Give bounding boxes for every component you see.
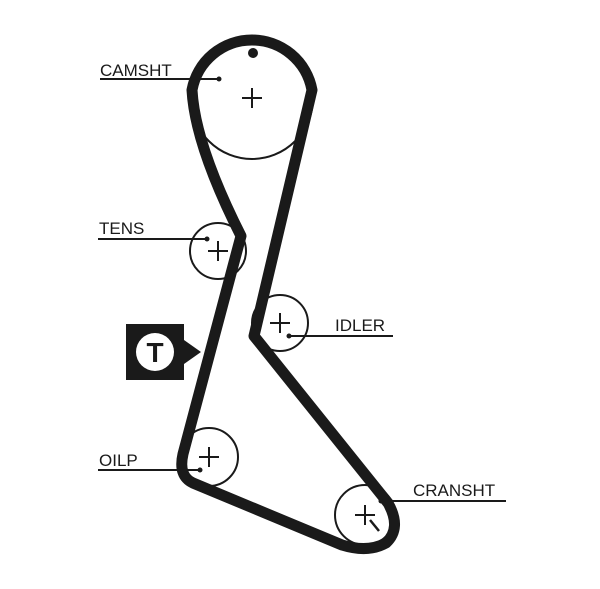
crankshaft-label: CRANSHT bbox=[413, 481, 495, 500]
tensioner-label: TENS bbox=[99, 219, 144, 238]
crankshaft-timing-mark bbox=[369, 519, 380, 532]
timing-mark-circle bbox=[136, 333, 174, 371]
timing-mark-tag: T bbox=[126, 324, 201, 380]
idler-label: IDLER bbox=[335, 316, 385, 335]
camshaft-timing-dot bbox=[248, 48, 258, 58]
timing-belt bbox=[176, 34, 400, 554]
camshaft-label: CAMSHT bbox=[100, 61, 172, 80]
leader-lines bbox=[98, 76, 506, 504]
oil-pump-label: OILP bbox=[99, 451, 138, 470]
timing-mark-letter: T bbox=[146, 337, 163, 368]
